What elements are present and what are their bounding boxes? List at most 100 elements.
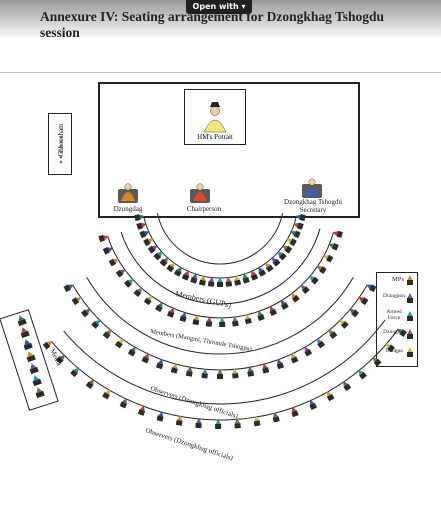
seat	[397, 328, 407, 337]
seat	[175, 415, 183, 426]
media-seat	[26, 351, 36, 363]
seat	[155, 358, 164, 370]
side-label-drangpon: Drangpon	[383, 293, 405, 299]
seat	[70, 367, 79, 378]
seat	[332, 230, 343, 238]
seat	[201, 368, 208, 379]
chairperson-figure-icon	[190, 183, 210, 203]
seat	[156, 411, 164, 422]
page-title: Annexure IV: Seating arrangement for Dzo…	[40, 9, 385, 40]
seat	[91, 319, 101, 329]
side-label-dzongrab: Dzongrab	[383, 329, 405, 335]
chevron-down-icon: ▾	[241, 2, 246, 11]
seat	[205, 316, 213, 327]
seat	[136, 222, 147, 230]
seat	[207, 276, 215, 287]
open-with-button[interactable]: Open with ▾	[186, 0, 252, 14]
seat	[42, 340, 53, 350]
seat	[195, 418, 202, 429]
seat	[166, 262, 175, 273]
seat	[265, 262, 274, 273]
media-label: Media	[48, 347, 63, 367]
row-label-gups: Members (GUPs)	[175, 289, 233, 310]
row-gups-inner	[156, 213, 284, 265]
seat	[385, 343, 395, 353]
open-with-label: Open with	[192, 2, 239, 11]
seat	[217, 369, 223, 379]
seat	[258, 266, 267, 277]
side-label-dungpa: Dungpa	[385, 348, 403, 354]
seat	[185, 366, 193, 377]
seat	[309, 399, 317, 410]
seat	[143, 295, 153, 306]
seat	[141, 353, 150, 364]
media-seat	[23, 339, 33, 351]
seat	[115, 269, 126, 278]
side-panel-seat	[407, 275, 413, 285]
seat	[63, 284, 74, 293]
seat	[349, 308, 360, 318]
seat	[339, 319, 349, 329]
row-label-mangmi: Members (Mangmi, Thromde Tshogpa)	[150, 328, 253, 353]
row-mangmi-inner	[120, 228, 321, 305]
seat	[262, 363, 270, 374]
seat	[323, 254, 334, 263]
seat	[137, 405, 146, 416]
head-label-chairperson: Chairperson	[186, 205, 222, 213]
chhoesham-box: Chhoesham	[48, 113, 72, 175]
seat	[286, 238, 297, 247]
row-label-observers-1: Observers (Dzongkhag officials)	[149, 384, 239, 420]
seat	[179, 311, 187, 323]
seat	[219, 317, 226, 328]
seat	[247, 366, 255, 377]
seat	[232, 368, 239, 379]
row-label-observers-2: Observers (Dzongkhag officials)	[144, 426, 234, 462]
seat	[139, 230, 150, 239]
seat	[80, 308, 91, 318]
seat	[170, 363, 178, 374]
seat	[290, 353, 299, 364]
seat	[234, 275, 242, 286]
seat	[102, 389, 110, 400]
seat	[108, 258, 119, 267]
seat	[304, 346, 313, 357]
seat	[98, 234, 109, 243]
seat	[102, 247, 114, 255]
seat	[166, 307, 175, 318]
seat	[328, 243, 339, 251]
seat	[143, 238, 154, 247]
portrait-label: HM's Potrait	[197, 133, 233, 141]
row-observers-2-outer	[51, 329, 399, 421]
seat	[372, 357, 382, 367]
side-panel-seat	[407, 311, 413, 321]
seat	[155, 301, 163, 313]
media-seat	[35, 387, 45, 399]
seat	[71, 296, 82, 306]
row-observers-1-inner	[86, 276, 354, 355]
seat	[85, 379, 94, 389]
seat	[358, 369, 367, 380]
portrait-box: HM's Potrait	[184, 89, 246, 145]
seat	[173, 266, 182, 277]
seat	[290, 230, 301, 239]
seat	[124, 278, 134, 288]
seat	[328, 329, 338, 340]
dzongdag-figure-icon	[118, 183, 138, 203]
seat	[250, 270, 259, 281]
seat	[282, 245, 293, 254]
side-label-armed-force: Armed Force	[386, 309, 402, 321]
media-seat	[17, 315, 27, 327]
seat	[326, 391, 335, 402]
media-box	[0, 309, 59, 411]
secretary-figure-icon	[302, 178, 322, 198]
seat	[153, 251, 163, 261]
seat	[343, 381, 352, 392]
portrait-figure-icon	[203, 102, 227, 133]
media-seat	[29, 363, 39, 375]
side-panel-seat	[407, 347, 413, 357]
seat	[280, 299, 289, 310]
seat	[225, 276, 233, 287]
seat	[244, 313, 252, 325]
seat	[217, 277, 223, 287]
seating-diagram-frame	[0, 72, 441, 518]
